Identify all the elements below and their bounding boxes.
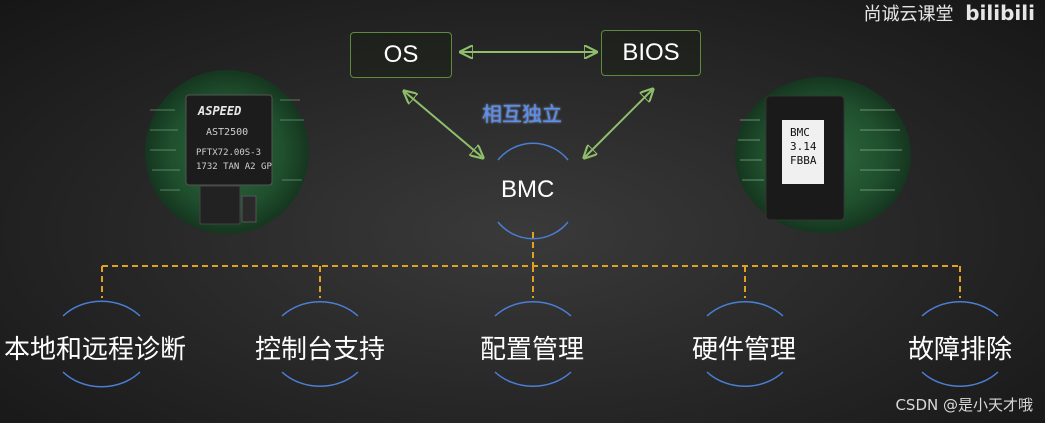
bilibili-icon: bilibili [965,1,1035,25]
function-config-management: 配置管理 [480,335,585,365]
bios-bmc-arrow [585,90,652,157]
bios-box: BIOS [601,30,701,76]
function-remote-diagnosis: 本地和远程诊断 [4,335,187,365]
right-board-image [735,77,911,233]
right-chip-label: BMC 3.14 FBBA [790,126,817,168]
left-board-image [145,70,309,234]
brand-logo: 尚诚云课堂 bilibili [864,0,1036,26]
brand-text: 尚诚云课堂 [863,4,954,25]
os-bmc-arrow [405,92,482,157]
os-box: OS [350,32,452,78]
relation-label: 相互独立 [482,102,562,126]
left-chip-line1: PFTX72.00S-3 [196,148,262,158]
left-chip-brand: ASPEED [198,104,242,118]
bmc-arc-top [497,142,569,161]
function-hardware-management: 硬件管理 [692,335,797,365]
leaf-arcs [62,300,999,388]
right-chip-line1: BMC [790,126,810,139]
right-chip-line3: FBBA [790,154,817,167]
right-chip-line2: 3.14 [790,140,817,153]
left-chip-line2: 1732 TAN A2 GP [196,162,272,172]
bmc-label: BMC [501,176,555,203]
watermark: CSDN @是小天才哦 [895,396,1033,414]
left-chip-model: AST2500 [206,127,249,138]
function-troubleshooting: 故障排除 [908,335,1013,365]
bmc-arc-bottom [497,221,569,240]
tree-connector [101,232,961,298]
function-console-support: 控制台支持 [255,335,386,365]
